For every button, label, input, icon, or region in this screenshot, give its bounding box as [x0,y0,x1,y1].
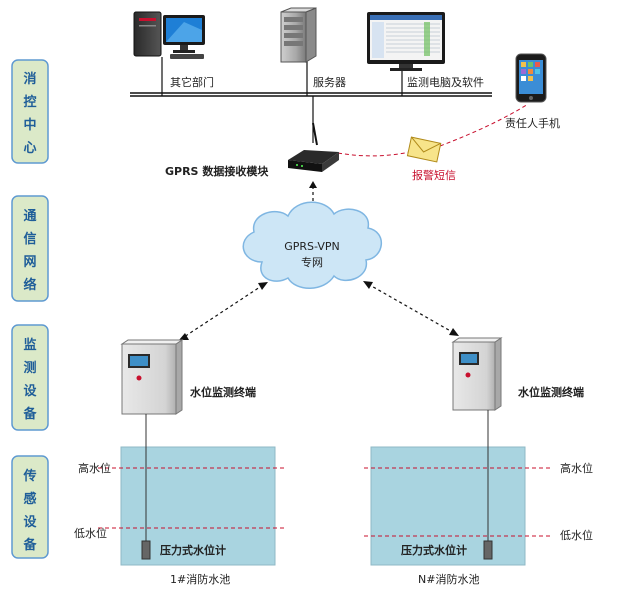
sidebar-char: 通 [23,208,36,224]
sidebar-char: 络 [23,277,36,293]
terminal-box-icon [451,337,503,411]
sidebar-char: 传 [22,468,36,484]
sidebar-char: 网 [23,255,36,270]
envelope-icon [406,136,442,163]
alarm-path [337,149,419,157]
terminal-label: 水位监测终端 [190,385,256,399]
cloud-label-line2: 专网 [301,255,323,269]
sensor-label: 压力式水位计 [160,543,226,557]
phone-icon [515,53,547,103]
sidebar-char: 备 [22,537,37,553]
sensor-label: 压力式水位计 [401,543,467,557]
tank [370,446,526,566]
sidebar-char: 监 [23,337,36,353]
monitor-label: 监测电脑及软件 [407,75,484,89]
sms-label: 报警短信 [412,168,456,182]
phone-label: 责任人手机 [505,116,560,130]
computer-label: 其它部门 [170,75,214,89]
sidebar-section-monitoring: 监 测 设 备 [11,324,49,431]
sidebar-char: 备 [22,406,37,422]
pressure-sensor-icon [141,540,151,560]
sidebar-char: 中 [23,117,36,133]
sidebar-char: 感 [23,491,36,507]
low-level-label: 低水位 [74,526,107,540]
tank-label: N#消防水池 [418,572,479,586]
sidebar-char: 消 [23,71,36,87]
sidebar: 消 控 中 心 通 信 网 络 监 测 设 备 传 感 设 备 [11,59,49,559]
cloud-label-line1: GPRS-VPN [284,240,340,253]
sidebar-char: 心 [23,141,36,156]
low-level-label: 低水位 [560,528,593,542]
server-icon [280,7,317,63]
sidebar-section-sensors: 传 感 设 备 [11,455,49,559]
link-arrow [179,282,268,340]
gprs-label: GPRS 数据接收模块 [165,164,269,178]
sidebar-char: 控 [23,94,36,110]
sidebar-char: 设 [23,515,37,530]
link-arrow [363,281,459,336]
terminal-label: 水位监测终端 [518,385,584,399]
pressure-sensor-icon [483,540,493,560]
monitor-icon [367,12,445,71]
sidebar-char: 测 [23,360,36,376]
sidebar-section-control-center: 消 控 中 心 [11,59,49,164]
terminal-box-icon [120,339,184,415]
tank-label: 1#消防水池 [170,572,230,586]
computer-icon [133,11,205,59]
high-level-label: 高水位 [560,461,593,475]
sidebar-char: 设 [23,384,37,399]
router-icon [288,122,339,172]
sidebar-section-network: 通 信 网 络 [11,195,49,302]
server-label: 服务器 [313,76,346,89]
high-level-label: 高水位 [78,461,111,475]
sidebar-char: 信 [23,231,36,247]
cloud-icon [242,201,383,289]
